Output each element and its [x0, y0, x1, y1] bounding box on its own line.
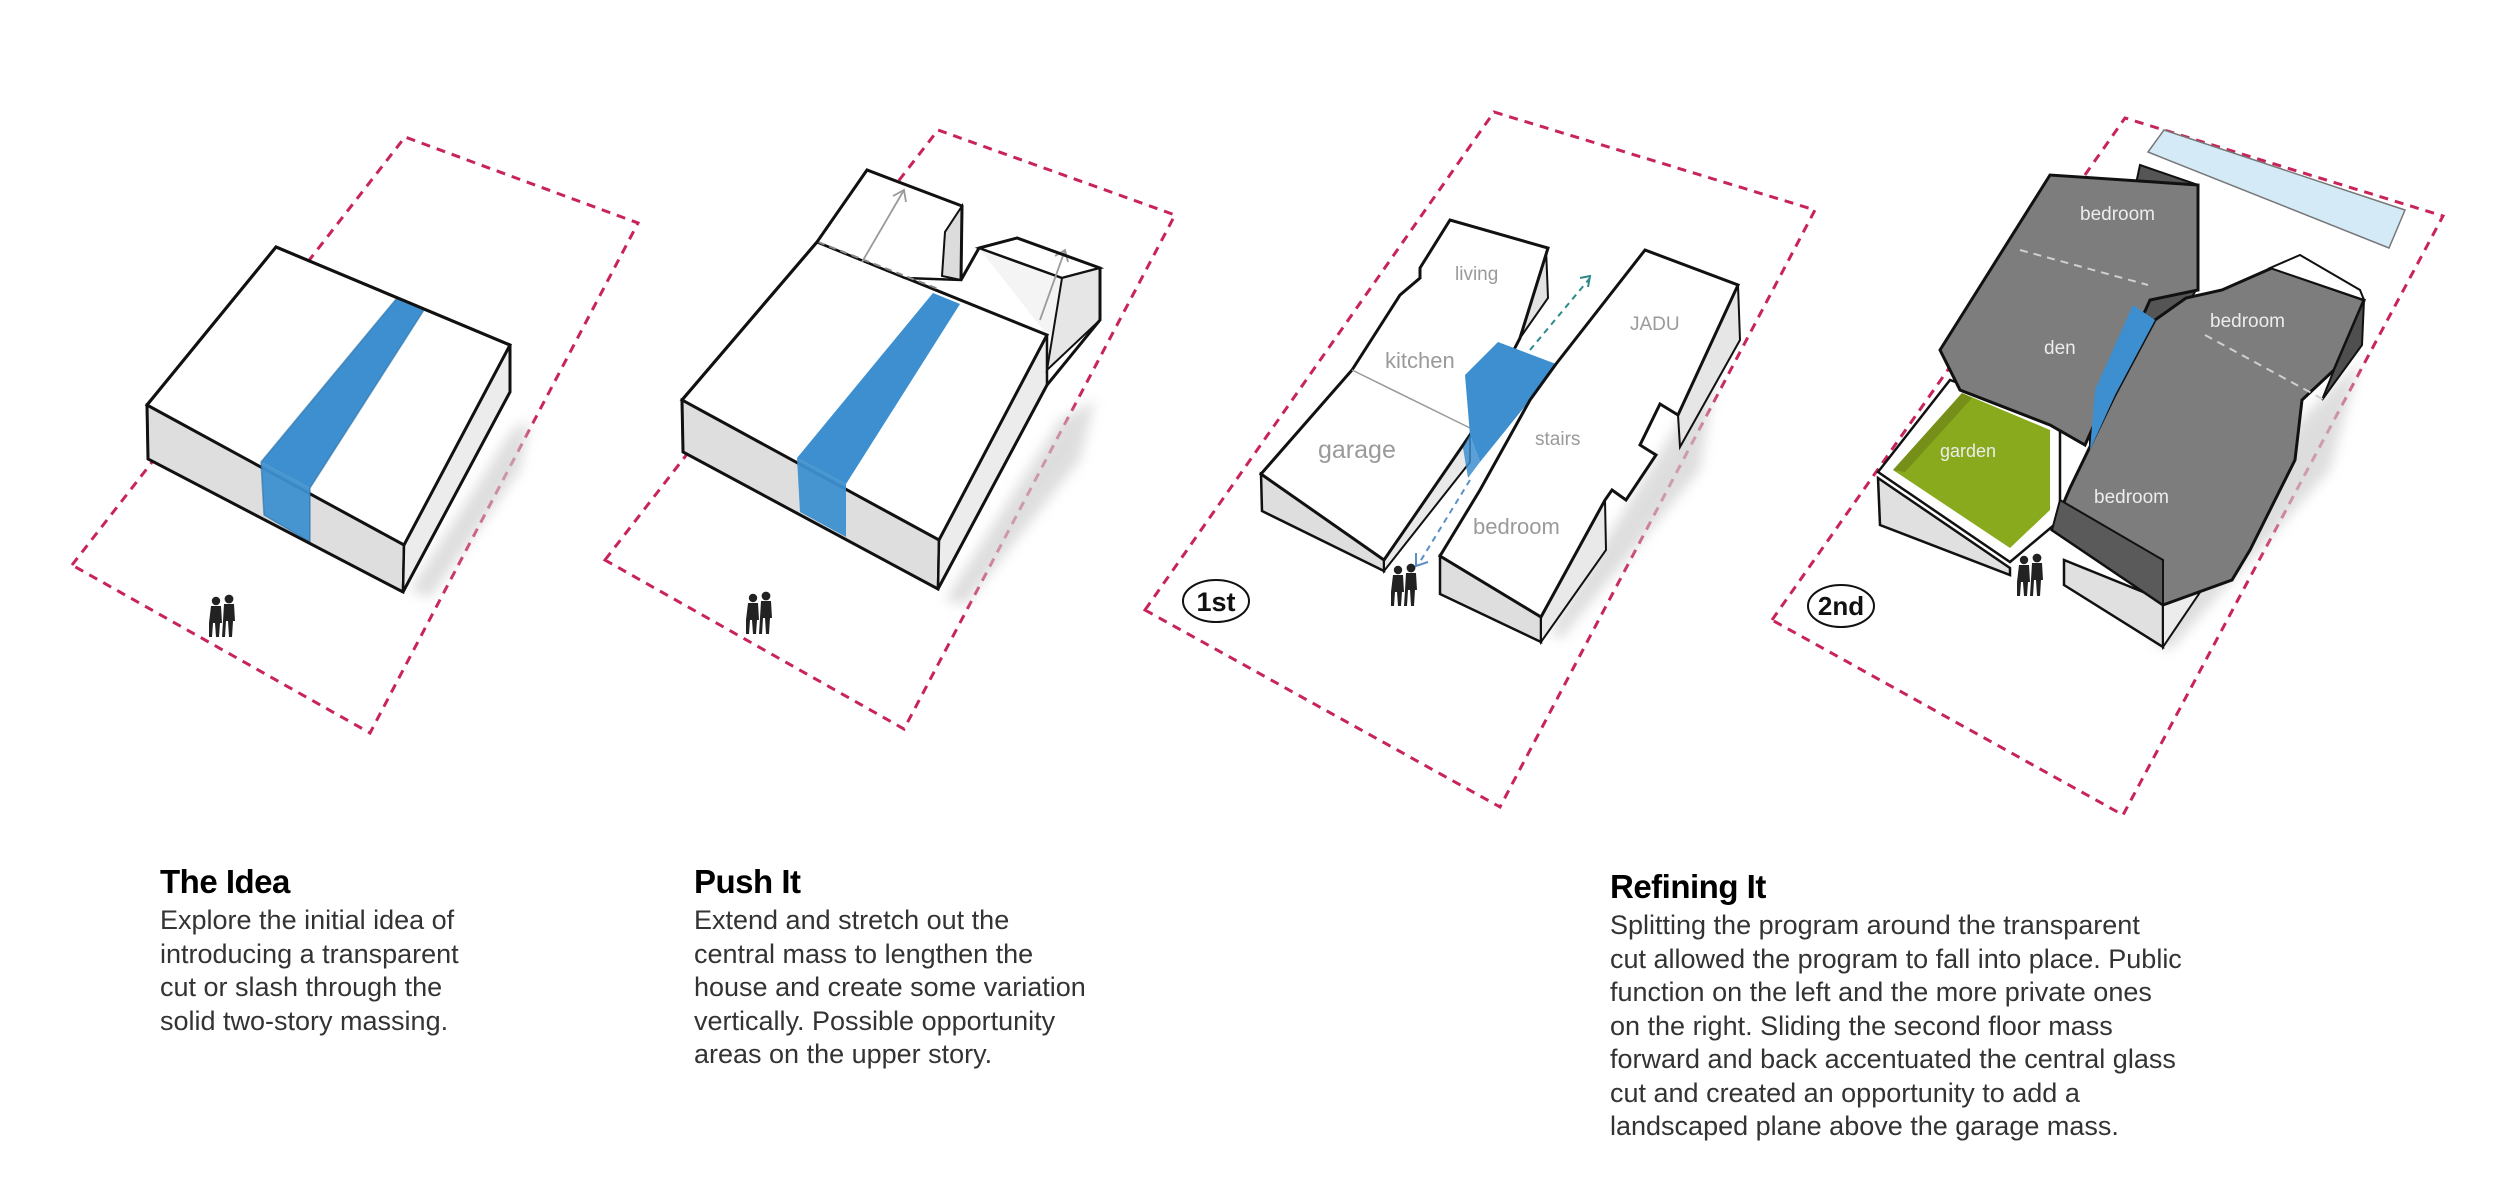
caption-line: on the right. Sliding the second floor m…: [1610, 1010, 2113, 1041]
caption-line: landscaped plane above the garage mass.: [1610, 1111, 2119, 1141]
caption-line: Explore the initial idea of: [160, 905, 455, 935]
glass-cut: [2090, 305, 2155, 450]
caption-line: solid two-story massing.: [160, 1005, 449, 1036]
scale-figures-icon: [1391, 563, 1417, 606]
caption-body: Splitting the program around the transpa…: [1610, 909, 2290, 1144]
caption-refining-it: Refining It Splitting the program around…: [1610, 869, 2290, 1144]
room-label-garage: garage: [1318, 436, 1396, 464]
room-label-den: den: [2044, 338, 2076, 359]
scale-figures-icon: [2017, 553, 2043, 596]
caption-line: cut allowed the program to fall into pla…: [1610, 943, 2182, 974]
room-label-bedroom-right: bedroom: [2210, 311, 2285, 332]
caption-line: Extend and stretch out the: [694, 905, 1010, 935]
pool: [2146, 129, 2407, 249]
caption-line: areas on the upper story.: [694, 1039, 993, 1069]
room-label-bedroom: bedroom: [1473, 514, 1560, 539]
room-label-kitchen: kitchen: [1385, 348, 1455, 373]
upper-right-front: [2050, 498, 2164, 607]
mass-outline: [145, 245, 512, 595]
mass-outline: [680, 168, 1102, 592]
caption-body: Explore the initial idea of introducing …: [160, 904, 580, 1038]
caption-line: central mass to lengthen the: [694, 938, 1034, 969]
glass-cut-roof: [797, 293, 960, 484]
property-line: [69, 135, 641, 736]
floor-tag-badge: [1182, 579, 1250, 623]
caption-title: The Idea: [160, 863, 290, 900]
garden-shadow: [1893, 393, 1972, 472]
left-mass-roof: [1258, 218, 1550, 563]
caption-title: Push It: [694, 863, 801, 900]
property-line: [1769, 116, 2446, 818]
glass-cut-front: [797, 458, 846, 537]
room-label-living: living: [1455, 264, 1498, 285]
caption-title: Refining It: [1610, 868, 1766, 905]
ground-shadow: [410, 420, 530, 598]
diagram-second-floor: garden bedroom den bedroom bedroom 2nd: [1769, 116, 2446, 818]
caption-body: Extend and stretch out the central mass …: [694, 904, 1174, 1072]
caption-line: Splitting the program around the transpa…: [1610, 910, 2140, 940]
caption-the-idea: The Idea Explore the initial idea of int…: [160, 864, 580, 1038]
lower-white-stack: [2267, 253, 2366, 302]
glass-cut: [1465, 342, 1556, 462]
caption-line: cut and created an opportunity to add a: [1610, 1077, 2080, 1108]
caption-line: forward and back accentuated the central…: [1610, 1044, 2176, 1074]
diagram-the-idea: [69, 135, 641, 736]
floor-tag-2nd: 2nd: [1818, 591, 1864, 621]
diagram-push-it: [602, 128, 1178, 732]
right-mass-roof: [1437, 248, 1741, 620]
room-label-bedroom-bottom: bedroom: [2094, 487, 2169, 508]
room-label-bedroom-top: bedroom: [2080, 204, 2155, 225]
room-label-garden: garden: [1940, 441, 1996, 461]
base-front: [1876, 475, 2012, 577]
scale-figures-icon: [746, 591, 772, 634]
upper-left-roof: [1938, 173, 2200, 448]
glass-cut-roof: [261, 298, 424, 488]
room-label-stairs: stairs: [1535, 429, 1580, 450]
diagram-first-floor: living kitchen garage JADU stairs bedroo…: [1142, 110, 1818, 810]
glass-cut-front: [261, 462, 310, 542]
caption-line: house and create some variation: [694, 972, 1086, 1002]
upper-right-side: [2321, 299, 2365, 401]
glass-cut-front: [1463, 435, 1480, 478]
caption-push-it: Push It Extend and stretch out the centr…: [694, 864, 1174, 1072]
floor-tag-badge: [1807, 584, 1875, 628]
property-line: [602, 128, 1178, 732]
ground-shadow: [945, 400, 1095, 605]
property-line: [1142, 110, 1818, 810]
floor-tag-1st: 1st: [1196, 587, 1235, 617]
room-label-jadu: JADU: [1630, 314, 1680, 335]
caption-line: function on the left and the more privat…: [1610, 977, 2152, 1007]
scale-figures-icon: [209, 594, 235, 637]
caption-line: cut or slash through the: [160, 972, 443, 1002]
caption-line: introducing a transparent: [160, 938, 459, 969]
caption-line: vertically. Possible opportunity: [694, 1005, 1056, 1036]
